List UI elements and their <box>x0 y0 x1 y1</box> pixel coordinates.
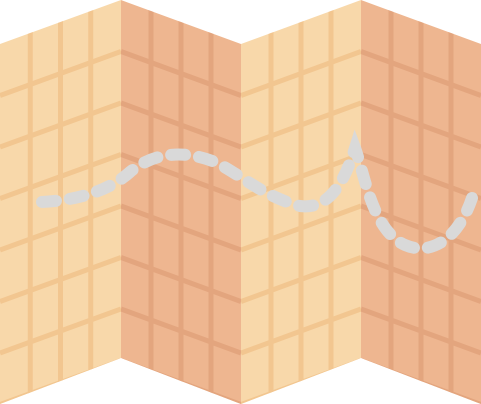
grid-line-horizontal <box>121 100 241 150</box>
grid-line-horizontal <box>241 49 361 98</box>
dashed-route-path <box>36 129 478 255</box>
grid-line-horizontal <box>0 306 121 356</box>
grid-line-horizontal <box>241 203 361 253</box>
grid-line-horizontal <box>121 255 241 304</box>
grid-line-horizontal <box>361 203 481 253</box>
grid-line-horizontal <box>0 49 121 98</box>
grid-line-horizontal <box>361 255 481 304</box>
grid-line-horizontal <box>241 255 361 304</box>
grid-line-horizontal <box>0 203 121 253</box>
grid-line-horizontal <box>0 152 121 201</box>
map-panel-3-grid <box>241 0 361 404</box>
grid-line-horizontal <box>361 152 481 201</box>
grid-line-horizontal <box>121 203 241 253</box>
grid-line-horizontal <box>0 255 121 304</box>
grid-line-horizontal <box>241 100 361 150</box>
grid-line-horizontal <box>361 100 481 150</box>
grid-line-horizontal <box>361 49 481 98</box>
grid-line-horizontal <box>241 306 361 356</box>
grid-line-horizontal <box>121 306 241 356</box>
grid-line-horizontal <box>0 100 121 150</box>
grid-line-horizontal <box>121 49 241 98</box>
grid-line-horizontal <box>361 306 481 356</box>
